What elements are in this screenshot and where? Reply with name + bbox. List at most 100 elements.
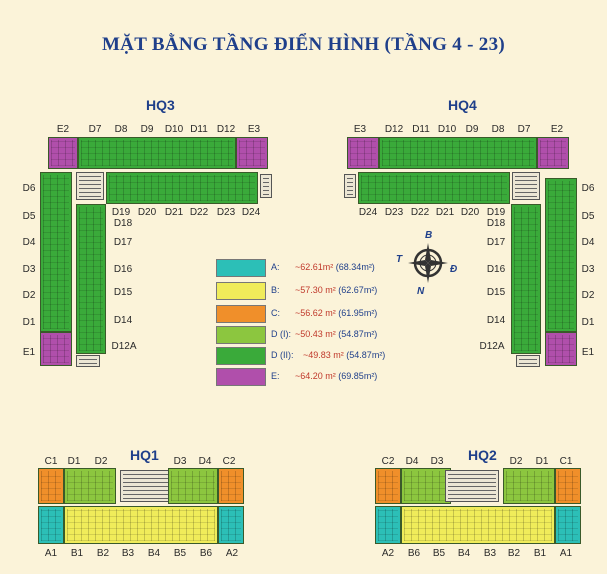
legend-swatch bbox=[216, 368, 266, 386]
unit-d1-d2 bbox=[64, 468, 116, 504]
unit-label: E3 bbox=[247, 124, 261, 135]
unit-label: B4 bbox=[147, 548, 161, 559]
unit-label: D21 bbox=[435, 207, 455, 218]
unit-label: C2 bbox=[222, 456, 236, 467]
unit-e1 bbox=[40, 332, 72, 366]
unit-column-d1-d6 bbox=[40, 172, 72, 332]
unit-label: B2 bbox=[507, 548, 521, 559]
unit-label: D14 bbox=[486, 315, 506, 326]
unit-label: D9 bbox=[465, 124, 479, 135]
legend-key: A: bbox=[271, 262, 280, 272]
compass-icon bbox=[408, 243, 448, 283]
core-stair bbox=[512, 172, 540, 200]
legend-area: ~49.83 m² (54.87m²) bbox=[303, 350, 386, 360]
unit-label: D10 bbox=[164, 124, 184, 135]
compass-south: N bbox=[417, 286, 425, 297]
unit-label: A2 bbox=[381, 548, 395, 559]
unit-label: D24 bbox=[358, 207, 378, 218]
unit-d3-d4 bbox=[168, 468, 218, 504]
unit-label: D11 bbox=[412, 124, 430, 135]
unit-a1 bbox=[555, 506, 581, 544]
compass-rose: B N T Đ bbox=[396, 230, 458, 297]
unit-e3 bbox=[347, 137, 379, 169]
unit-label: D16 bbox=[486, 264, 506, 275]
unit-label: C2 bbox=[381, 456, 395, 467]
unit-row-d7-d12 bbox=[379, 137, 537, 169]
unit-label: D14 bbox=[113, 315, 133, 326]
unit-label: D19 bbox=[111, 207, 131, 218]
unit-label: B5 bbox=[173, 548, 187, 559]
unit-label: B4 bbox=[457, 548, 471, 559]
unit-label: D3 bbox=[581, 264, 595, 275]
unit-label: D15 bbox=[113, 287, 133, 298]
unit-label: B5 bbox=[432, 548, 446, 559]
unit-column-d12a-d18 bbox=[76, 204, 106, 354]
building-hq4-title: HQ4 bbox=[448, 97, 477, 113]
unit-label: D23 bbox=[216, 207, 236, 218]
unit-label: D1 bbox=[67, 456, 81, 467]
unit-label: D2 bbox=[581, 290, 595, 301]
unit-label: D6 bbox=[22, 183, 36, 194]
unit-label: D12 bbox=[216, 124, 236, 135]
unit-c1 bbox=[38, 468, 64, 504]
unit-label: D16 bbox=[113, 264, 133, 275]
unit-label: D17 bbox=[486, 237, 506, 248]
unit-label: D2 bbox=[94, 456, 108, 467]
unit-c1 bbox=[555, 468, 581, 504]
unit-label: D2 bbox=[22, 290, 36, 301]
unit-label: B2 bbox=[96, 548, 110, 559]
unit-row-b1-b6 bbox=[64, 506, 218, 544]
unit-label: E1 bbox=[22, 347, 36, 358]
compass-east: Đ bbox=[450, 264, 458, 275]
unit-label: D23 bbox=[384, 207, 404, 218]
legend-key: B: bbox=[271, 285, 280, 295]
unit-label: D11 bbox=[190, 124, 208, 135]
unit-e2 bbox=[537, 137, 569, 169]
unit-row-d19-d24 bbox=[106, 172, 258, 204]
unit-a1 bbox=[38, 506, 64, 544]
building-hq2-title: HQ2 bbox=[468, 447, 497, 463]
unit-label: D5 bbox=[22, 211, 36, 222]
compass-west: T bbox=[396, 254, 403, 265]
legend-key: E: bbox=[271, 371, 280, 381]
legend-area: ~56.62 m² (61.95m²) bbox=[295, 308, 378, 318]
core-stair bbox=[76, 172, 104, 200]
unit-label: D9 bbox=[140, 124, 154, 135]
page-title: MẶT BẰNG TẦNG ĐIỂN HÌNH (TẦNG 4 - 23) bbox=[101, 34, 506, 55]
unit-label: E1 bbox=[581, 347, 595, 358]
unit-label: D18 bbox=[486, 218, 506, 229]
unit-label: D22 bbox=[189, 207, 209, 218]
unit-label: B1 bbox=[70, 548, 84, 559]
unit-label: D8 bbox=[114, 124, 128, 135]
legend-area: ~64.20 m² (69.85m²) bbox=[295, 371, 378, 381]
core-stair bbox=[120, 470, 174, 502]
unit-label: B1 bbox=[533, 548, 547, 559]
unit-a2 bbox=[218, 506, 244, 544]
unit-column-d12a-d18 bbox=[511, 204, 541, 354]
unit-label: D20 bbox=[460, 207, 480, 218]
unit-label: A2 bbox=[225, 548, 239, 559]
unit-label: D8 bbox=[491, 124, 505, 135]
unit-label: D22 bbox=[410, 207, 430, 218]
unit-label: B3 bbox=[121, 548, 135, 559]
unit-e3 bbox=[236, 137, 268, 169]
unit-column-d1-d6 bbox=[545, 178, 577, 332]
unit-e1 bbox=[545, 332, 577, 366]
unit-label: C1 bbox=[44, 456, 58, 467]
legend-area: ~57.30 m² (62.67m²) bbox=[295, 285, 378, 295]
unit-row-d7-d12 bbox=[78, 137, 236, 169]
unit-row-b1-b6 bbox=[401, 506, 555, 544]
core-stair bbox=[344, 174, 356, 198]
unit-label: D17 bbox=[113, 237, 133, 248]
unit-label: B6 bbox=[199, 548, 213, 559]
unit-d1-d2 bbox=[503, 468, 555, 504]
unit-label: D18 bbox=[113, 218, 133, 229]
unit-label: E3 bbox=[353, 124, 367, 135]
unit-label: D21 bbox=[164, 207, 184, 218]
unit-c2 bbox=[218, 468, 244, 504]
unit-label: D7 bbox=[517, 124, 531, 135]
legend-swatch bbox=[216, 305, 266, 323]
unit-c2 bbox=[375, 468, 401, 504]
legend-swatch bbox=[216, 326, 266, 344]
unit-label: D2 bbox=[509, 456, 523, 467]
